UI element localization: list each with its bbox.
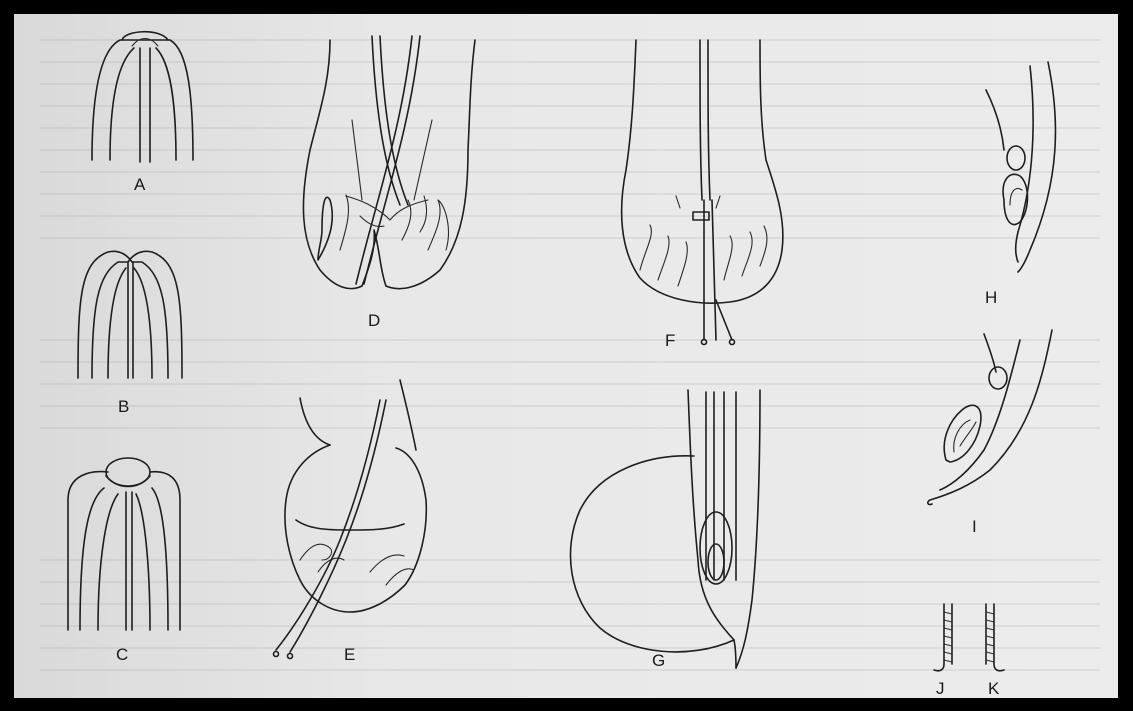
label-j: J [936,679,945,698]
label-d: D [368,311,380,330]
label-a: A [134,175,146,194]
label-i: I [972,517,977,536]
label-c: C [116,645,128,664]
label-b: B [118,397,129,416]
label-e: E [344,645,355,664]
label-f: F [665,331,675,350]
label-k: K [988,679,1000,698]
label-h: H [985,288,997,307]
label-g: G [652,651,665,670]
